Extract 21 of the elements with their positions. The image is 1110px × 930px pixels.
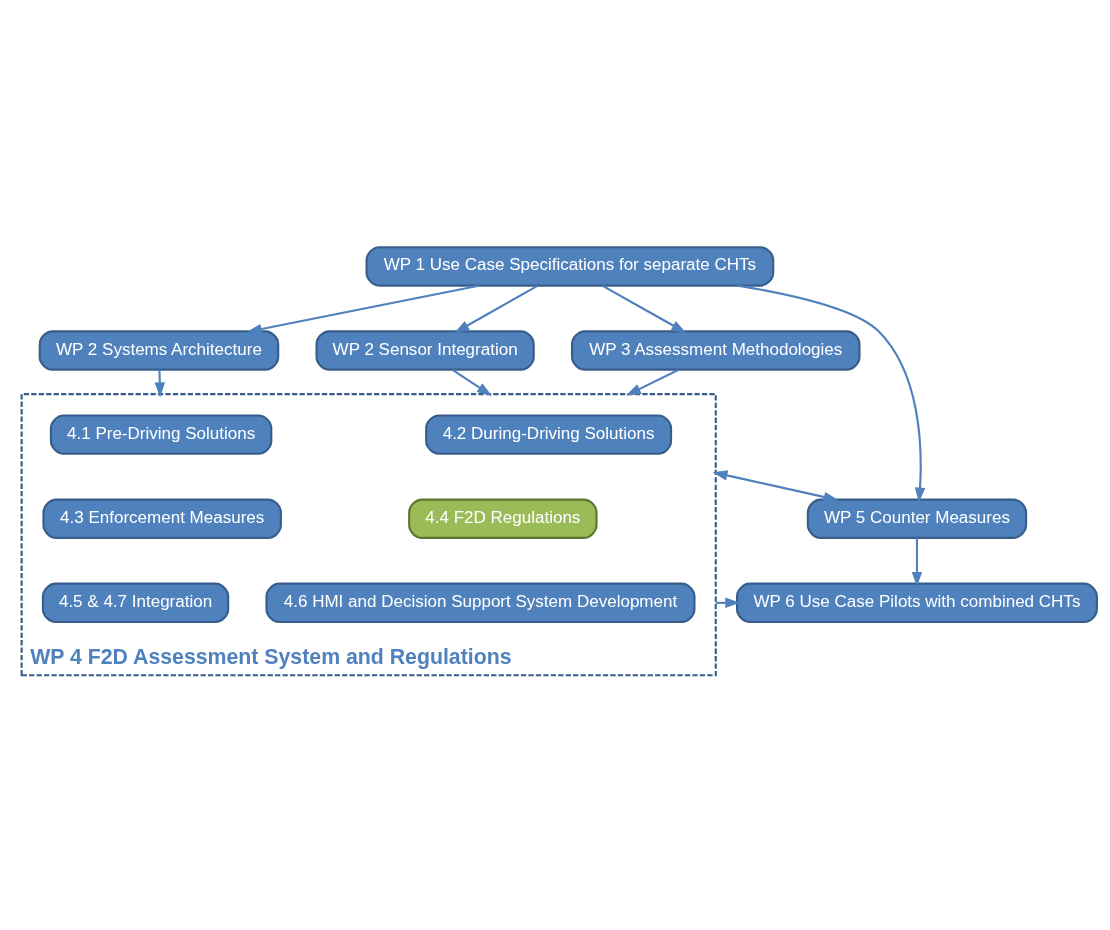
arrow <box>451 368 492 396</box>
node-box: 4.3 Enforcement Measures <box>42 498 282 539</box>
arrow <box>246 284 479 334</box>
node-box: WP 3 Assessment Methodologies <box>570 329 861 371</box>
node-box: 4.1 Pre-Driving Solutions <box>49 413 273 455</box>
node-box: WP 1 Use Case Specifications for separate CHTs <box>365 245 775 287</box>
arrow <box>911 537 923 587</box>
node-box: WP 6 Use Case Pilots with combined CHTs <box>736 582 1098 623</box>
node-box: WP 5 Counter Measures <box>806 498 1028 539</box>
arrow <box>601 284 687 333</box>
arrow <box>154 369 165 397</box>
node-box: 4.4 F2D Regulations <box>408 498 598 539</box>
node-box: 4.2 During-Driving Solutions <box>425 413 673 455</box>
node-box: 4.6 HMI and Decision Support System Development <box>265 582 696 623</box>
arrow <box>626 368 680 396</box>
arrow <box>712 469 839 502</box>
node-box: WP 2 Systems Architecture <box>38 329 280 371</box>
arrow <box>737 284 926 503</box>
node-box: 4.5 & 4.7 Integration <box>41 582 230 623</box>
node-box: WP 2 Sensor Integration <box>315 329 535 371</box>
arrow <box>454 284 539 333</box>
